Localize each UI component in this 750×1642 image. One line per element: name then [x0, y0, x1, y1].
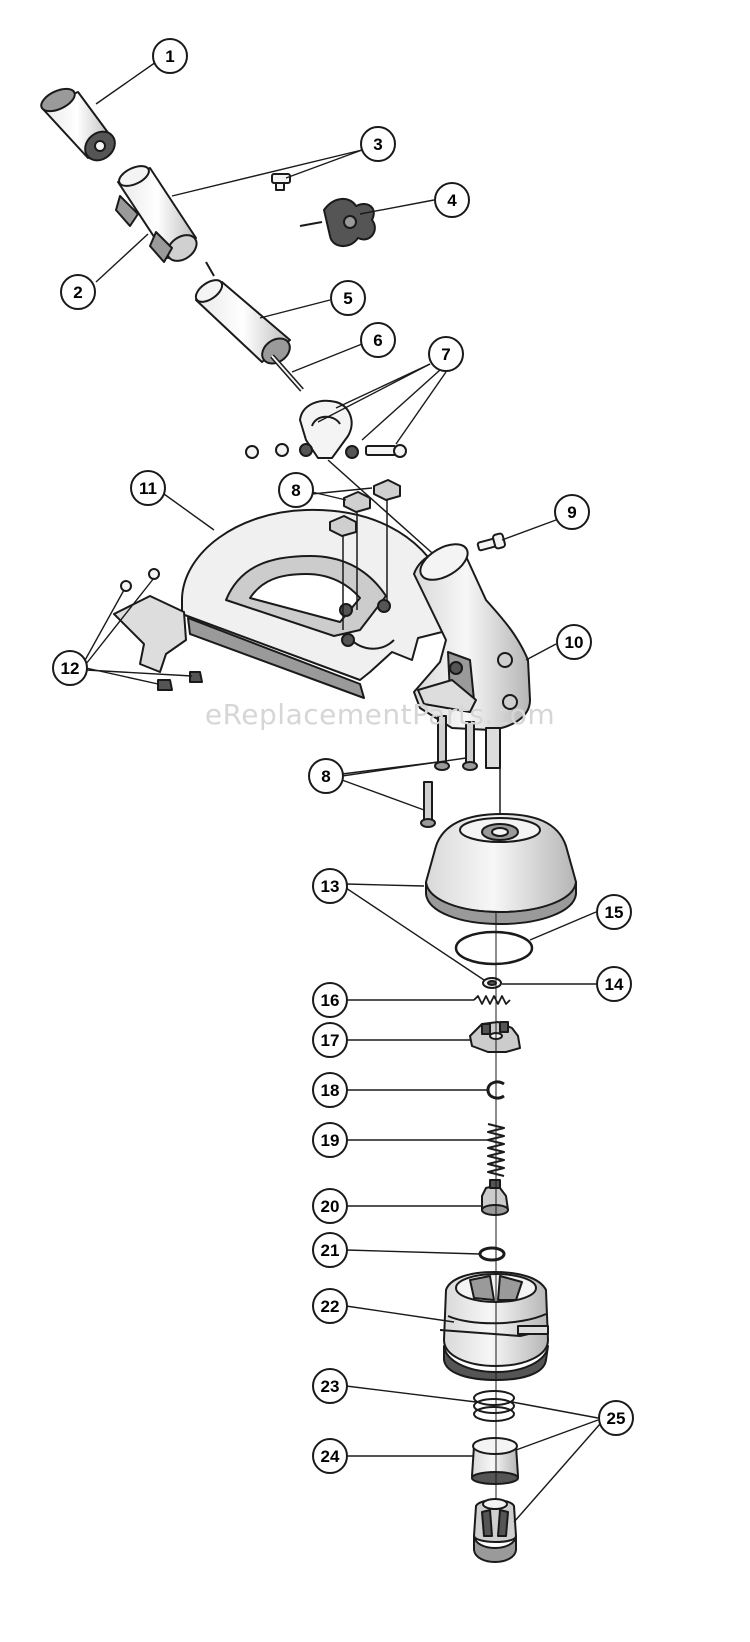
part-16-small-spring: [473, 995, 511, 1005]
callout-9: 9: [554, 494, 590, 530]
callout-13: 13: [312, 868, 348, 904]
part-14-washer: [482, 977, 502, 989]
callout-2: 2: [60, 274, 96, 310]
part-6-drive-shaft: [270, 354, 304, 392]
svg-text:24: 24: [321, 1447, 340, 1466]
part-12-guard-bracket: [113, 568, 203, 691]
callout-20: 20: [312, 1188, 348, 1224]
svg-text:12: 12: [61, 659, 80, 678]
svg-text:11: 11: [139, 479, 157, 498]
part-25-eyelet: [473, 1498, 517, 1563]
svg-text:22: 22: [321, 1297, 340, 1316]
part-10-gear-head: [413, 543, 531, 769]
svg-text:6: 6: [373, 331, 382, 350]
part-11-debris-guard: [181, 508, 445, 699]
callout-7: 7: [428, 336, 464, 372]
part-22-spool: [439, 1271, 549, 1381]
callout-16: 16: [312, 982, 348, 1018]
part-5-lower-shaft: [194, 279, 291, 365]
part-8-guard-screws-upper: [329, 479, 401, 630]
callout-6: 6: [360, 322, 396, 358]
callout-15: 15: [596, 894, 632, 930]
callout-21: 21: [312, 1232, 348, 1268]
callout-8-upper: 8: [278, 472, 314, 508]
callout-18: 18: [312, 1072, 348, 1108]
callout-25: 25: [598, 1400, 634, 1436]
svg-text:9: 9: [567, 503, 576, 522]
callout-1: 1: [152, 38, 188, 74]
callout-3: 3: [360, 126, 396, 162]
svg-text:14: 14: [605, 975, 624, 994]
svg-text:15: 15: [605, 903, 624, 922]
svg-text:23: 23: [321, 1377, 340, 1396]
svg-text:17: 17: [321, 1031, 340, 1050]
callout-12: 12: [52, 650, 88, 686]
svg-text:3: 3: [373, 135, 382, 154]
part-1-upper-shaft: [40, 87, 116, 162]
svg-text:5: 5: [343, 289, 352, 308]
svg-text:4: 4: [447, 191, 457, 210]
svg-text:2: 2: [73, 283, 82, 302]
svg-text:8: 8: [321, 767, 330, 786]
callout-19: 19: [312, 1122, 348, 1158]
part-24-bump-knob: [471, 1437, 519, 1485]
svg-text:18: 18: [321, 1081, 340, 1100]
callout-14: 14: [596, 966, 632, 1002]
svg-text:19: 19: [321, 1131, 340, 1150]
svg-text:7: 7: [441, 345, 450, 364]
part-13-spool-housing: [425, 768, 577, 925]
callout-23: 23: [312, 1368, 348, 1404]
part-17-ratchet: [469, 1021, 521, 1053]
part-4-clamp-knob: [299, 198, 376, 247]
callout-8-lower: 8: [308, 758, 344, 794]
part-21-ring: [478, 1246, 506, 1262]
part-8-head-screws-lower: [420, 715, 478, 828]
callout-5: 5: [330, 280, 366, 316]
callout-22: 22: [312, 1288, 348, 1324]
part-9-screw: [476, 532, 506, 552]
svg-text:13: 13: [321, 877, 340, 896]
callout-4: 4: [434, 182, 470, 218]
part-23-spring: [473, 1390, 515, 1422]
svg-text:20: 20: [321, 1197, 340, 1216]
callout-24: 24: [312, 1438, 348, 1474]
callout-10: 10: [556, 624, 592, 660]
svg-text:16: 16: [321, 991, 340, 1010]
part-3-screw: [271, 173, 291, 191]
part-2-shaft-coupler: [115, 165, 198, 263]
svg-text:1: 1: [165, 47, 174, 66]
svg-text:21: 21: [321, 1241, 340, 1260]
svg-text:8: 8: [291, 481, 300, 500]
part-20-bushing: [481, 1179, 509, 1216]
part-15-o-ring: [454, 930, 534, 966]
svg-text:10: 10: [565, 633, 584, 652]
callout-11: 11: [130, 470, 166, 506]
callout-17: 17: [312, 1022, 348, 1058]
part-7-shaft-clamp: [245, 399, 407, 459]
svg-text:25: 25: [607, 1409, 626, 1428]
